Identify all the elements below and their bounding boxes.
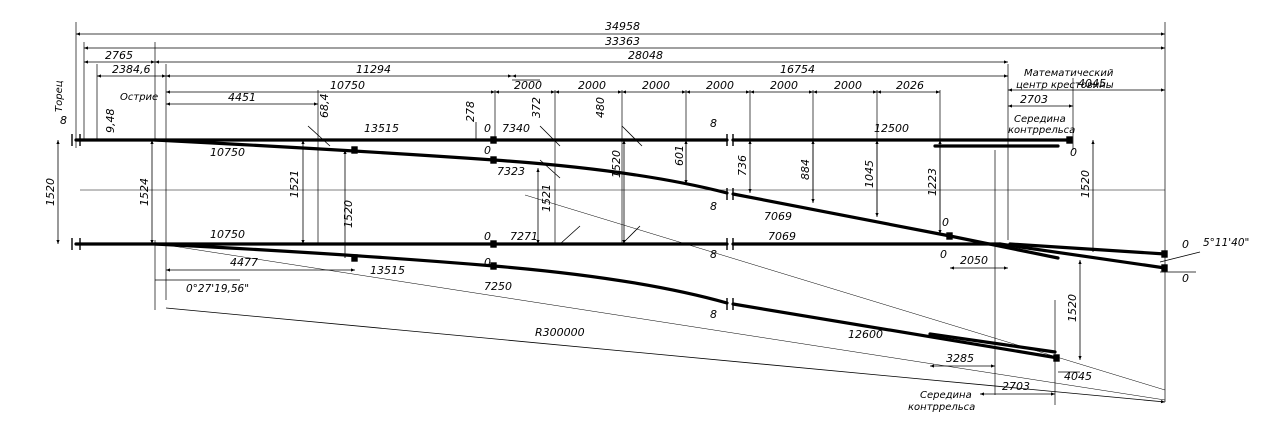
annotation-labels: Торец Острие Математический центр кресто…	[54, 68, 1249, 413]
dim-8-top: 8	[710, 117, 717, 130]
dimension-values: 34958 33363 2765 28048 4045 2384,6 11294…	[44, 20, 1189, 393]
dim-1521-mid: 1521	[540, 184, 553, 212]
dim-0-i: 0	[1182, 272, 1189, 285]
dim-7250: 7250	[484, 280, 512, 293]
label-seredina-bottom-2: контррельса	[908, 402, 975, 413]
dim-278: 278	[464, 101, 477, 122]
dim-1524: 1524	[138, 178, 151, 206]
dim-4045-top: 4045	[1078, 77, 1106, 90]
vertical-dimensions	[56, 122, 1095, 360]
dim-884: 884	[799, 159, 812, 180]
label-radius: R300000	[535, 326, 585, 339]
extension-lines	[75, 22, 1166, 405]
dim-2000-b: 2000	[578, 79, 606, 92]
dim-2703-bottom: 2703	[1002, 380, 1030, 393]
dim-1520-left2: 1520	[342, 200, 355, 228]
label-angle-frog: 5°11'40"	[1203, 237, 1249, 249]
dim-12500: 12500	[874, 122, 909, 135]
dim-1223: 1223	[926, 168, 939, 196]
dim-2000-f: 2000	[834, 79, 862, 92]
dim-7323: 7323	[497, 165, 525, 178]
dim-0-a: 0	[484, 122, 491, 135]
dim-28048: 28048	[628, 49, 663, 62]
dim-11294: 11294	[356, 63, 391, 76]
dim-1520-right: 1520	[1079, 170, 1092, 198]
dim-2000-e: 2000	[770, 79, 798, 92]
dim-2703-top: 2703	[1020, 93, 1048, 106]
dim-372: 372	[530, 97, 543, 118]
dim-10750-curve: 10750	[210, 146, 245, 159]
label-math-center-2: центр крестовины	[1016, 80, 1114, 91]
rails	[74, 138, 1167, 360]
dim-13515-top: 13515	[364, 122, 399, 135]
joints	[71, 134, 1168, 362]
dim-4045-bottom: 4045	[1064, 370, 1092, 383]
dim-0-g: 0	[1070, 146, 1077, 159]
label-angle-switch: 0°27'19,56"	[186, 283, 249, 295]
dim-1520-lowright: 1520	[1066, 294, 1079, 322]
dim-2000-c: 2000	[642, 79, 670, 92]
dim-68: 68,4	[318, 94, 331, 119]
dim-1045: 1045	[863, 160, 876, 188]
dim-2000-a: 2000	[514, 79, 542, 92]
dim-0-e: 0	[942, 216, 949, 229]
dim-2384: 2384,6	[112, 63, 151, 76]
dim-4477: 4477	[230, 256, 258, 269]
dim-2026: 2026	[896, 79, 924, 92]
dim-0-f: 0	[940, 248, 947, 261]
label-ostrie: Острие	[120, 92, 158, 103]
dim-0-b: 0	[484, 144, 491, 157]
dim-2000-d: 2000	[706, 79, 734, 92]
dim-8-mid: 8	[710, 200, 717, 213]
dim-33363: 33363	[605, 35, 640, 48]
dim-1521-left: 1521	[288, 170, 301, 198]
dim-0-d: 0	[484, 256, 491, 269]
dim-7340: 7340	[502, 122, 530, 135]
top-dimension-lines	[76, 32, 1165, 108]
label-math-center-1: Математический	[1024, 68, 1114, 79]
dim-3285: 3285	[946, 352, 974, 365]
bottom-dimension-lines	[155, 194, 1201, 404]
dim-10750-top: 10750	[330, 79, 365, 92]
dim-736: 736	[736, 155, 749, 176]
dim-12600: 12600	[848, 328, 883, 341]
dim-10750-lower: 10750	[210, 228, 245, 241]
dim-2765: 2765	[105, 49, 133, 62]
label-seredina-bottom-1: Середина	[920, 390, 972, 401]
dim-8-mid2: 8	[710, 248, 717, 261]
dim-2050: 2050	[960, 254, 988, 267]
dim-7069-b: 7069	[768, 230, 796, 243]
label-torets: Торец	[54, 80, 65, 112]
dim-7271: 7271	[510, 230, 538, 243]
dim-13515-low: 13515	[370, 264, 405, 277]
label-seredina-top-1: Середина	[1014, 114, 1066, 125]
dim-overall: 34958	[605, 20, 640, 33]
dim-4451: 4451	[228, 91, 256, 104]
dim-0-h: 0	[1182, 238, 1189, 251]
dim-1520-gauge: 1520	[44, 178, 57, 206]
dim-8-left: 8	[60, 114, 67, 127]
dim-601: 601	[673, 145, 686, 166]
dim-9-48: 9,48	[104, 109, 117, 134]
dim-8-bottom: 8	[710, 308, 717, 321]
dim-0-c: 0	[484, 230, 491, 243]
dim-7069-a: 7069	[764, 210, 792, 223]
dim-480: 480	[594, 97, 607, 118]
dim-1520-mid: 1520	[610, 150, 623, 178]
dim-16754: 16754	[780, 63, 815, 76]
label-seredina-top-2: контррельса	[1008, 125, 1075, 136]
